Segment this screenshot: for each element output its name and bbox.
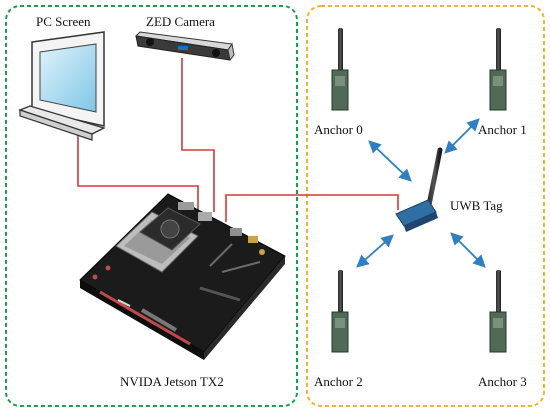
anchor-1-label: Anchor 1 (478, 122, 527, 137)
circuit-board-icon (79, 193, 286, 360)
anchor-2-device (331, 270, 349, 353)
uwb-anchor-icon (331, 28, 507, 353)
anchor-0-device (331, 28, 349, 111)
uwb-links (356, 118, 486, 268)
pc-wire (77, 130, 199, 212)
zed-camera-label: ZED Camera (146, 14, 215, 29)
jetson-group-border (5, 5, 298, 407)
anchor-3-device (489, 270, 507, 353)
anchor-1-device (489, 28, 507, 111)
pc-screen-label: PC Screen (36, 14, 91, 29)
arrow-anchor-0 (368, 140, 412, 182)
uwb-group-border (306, 5, 545, 407)
uwb-tag-icon (395, 147, 443, 232)
stereo-camera-icon (134, 31, 235, 62)
uwb-tag-label: UWB Tag (450, 198, 503, 213)
jetson-label: NVIDA Jetson TX2 (120, 374, 224, 389)
anchor-0-label: Anchor 0 (314, 122, 363, 137)
wiring (77, 58, 399, 222)
arrow-anchor-2 (356, 234, 394, 268)
camera-wire (181, 58, 215, 212)
tag-wire (225, 194, 399, 222)
monitor-icon (18, 31, 106, 141)
arrow-anchor-1 (444, 118, 480, 154)
anchor-2-label: Anchor 2 (314, 374, 363, 389)
anchor-3-label: Anchor 3 (478, 374, 527, 389)
arrow-anchor-3 (450, 232, 486, 268)
